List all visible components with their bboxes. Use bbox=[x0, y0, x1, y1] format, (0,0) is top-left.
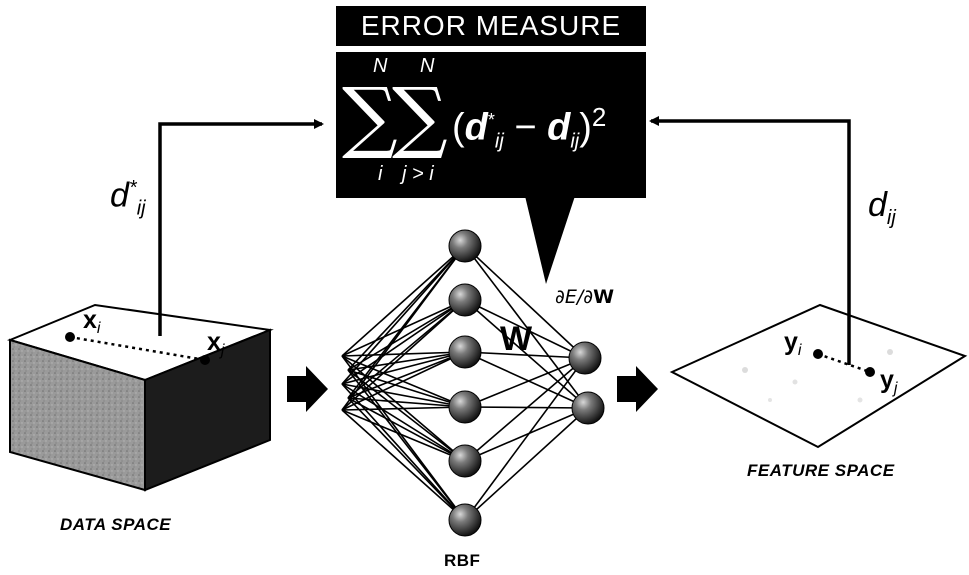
data-space-distance-line bbox=[69, 335, 206, 362]
rbf-caption: RBF bbox=[444, 551, 481, 570]
hidden-output-edge bbox=[464, 357, 586, 521]
network-connections bbox=[341, 245, 589, 521]
data-point-xi bbox=[65, 332, 75, 342]
error-expression: (d*ij − dij)2 bbox=[452, 102, 607, 153]
input-hidden-edge bbox=[341, 245, 466, 385]
input-hidden-edge bbox=[341, 245, 466, 411]
input-hidden-edge bbox=[341, 383, 466, 408]
input-hidden-edge bbox=[341, 351, 466, 411]
sum-j-lower-bound: j > i bbox=[402, 163, 434, 185]
input-hidden-edge bbox=[341, 406, 466, 411]
feature-point-yj bbox=[865, 367, 875, 377]
feature-space-plane bbox=[669, 303, 968, 449]
hidden-output-edge bbox=[464, 351, 586, 359]
hidden-output-edge bbox=[464, 357, 586, 408]
sum-j-upper-bound: N bbox=[420, 55, 435, 77]
hidden-output-edge bbox=[464, 299, 586, 359]
sum-i-upper-bound: N bbox=[373, 55, 388, 77]
feature-distance-label: dij bbox=[868, 186, 896, 229]
input-hidden-edge bbox=[341, 299, 466, 411]
sum-j-sigma: ∑ bbox=[392, 72, 448, 162]
hidden-node bbox=[448, 444, 482, 478]
input-hidden-edge bbox=[341, 409, 466, 521]
error-measure-title: ERROR MEASURE bbox=[336, 6, 646, 46]
sum-i-lower-bound: i bbox=[378, 163, 383, 185]
left-feedback-arrow bbox=[158, 119, 324, 336]
input-hidden-edge bbox=[347, 397, 466, 462]
input-hidden-edge bbox=[347, 369, 466, 462]
hidden-node bbox=[448, 229, 482, 263]
input-hidden-edge bbox=[347, 245, 466, 371]
hidden-output-edge bbox=[464, 245, 586, 359]
hidden-node bbox=[448, 335, 482, 369]
point-yi-label: yi bbox=[784, 328, 802, 359]
rbf-to-feature-arrow bbox=[617, 366, 658, 412]
hidden-output-edge bbox=[464, 407, 589, 521]
sum-i-sigma: ∑ bbox=[342, 72, 398, 162]
feature-space-caption: FEATURE SPACE bbox=[747, 461, 895, 480]
point-yj-label: yj bbox=[880, 366, 898, 397]
input-hidden-edge bbox=[347, 369, 466, 521]
hidden-output-edge bbox=[464, 351, 589, 409]
network-nodes bbox=[448, 229, 605, 537]
feature-space-surface bbox=[669, 303, 968, 449]
hidden-node bbox=[448, 503, 482, 537]
input-hidden-edge bbox=[341, 245, 466, 357]
hidden-output-edge bbox=[464, 299, 589, 409]
data-space-caption: DATA SPACE bbox=[60, 515, 172, 534]
error-measure-formula: N ∑ i N ∑ j > i (d*ij − dij)2 bbox=[336, 52, 646, 198]
input-hidden-edge bbox=[347, 397, 466, 408]
hidden-output-edge bbox=[464, 357, 586, 462]
error-pointer bbox=[525, 196, 575, 284]
input-hidden-edge bbox=[347, 299, 466, 371]
output-node bbox=[571, 391, 605, 425]
data-space-box bbox=[6, 303, 274, 492]
right-feedback-arrow bbox=[649, 116, 851, 365]
point-xi-label: xi bbox=[83, 306, 101, 337]
point-xj-label: xj bbox=[207, 328, 225, 359]
hidden-node bbox=[448, 283, 482, 317]
input-hidden-edge bbox=[347, 397, 466, 521]
hidden-output-edge bbox=[464, 407, 589, 462]
input-hidden-edge bbox=[347, 351, 466, 399]
gradient-label: ∂E/∂W bbox=[555, 286, 615, 308]
input-hidden-edge bbox=[341, 383, 466, 462]
input-hidden-edge bbox=[341, 409, 466, 462]
feature-space-distance-line bbox=[817, 352, 871, 374]
data-to-rbf-arrow bbox=[287, 366, 328, 412]
target-distance-label: d*ij bbox=[110, 176, 146, 220]
hidden-node bbox=[448, 390, 482, 424]
weights-label: W bbox=[500, 320, 533, 358]
data-point-xj bbox=[200, 355, 210, 365]
input-hidden-edge bbox=[341, 299, 466, 385]
feature-point-yi bbox=[813, 349, 823, 359]
input-hidden-edge bbox=[347, 299, 466, 399]
data-space-side-face bbox=[144, 328, 271, 492]
output-node bbox=[568, 341, 602, 375]
